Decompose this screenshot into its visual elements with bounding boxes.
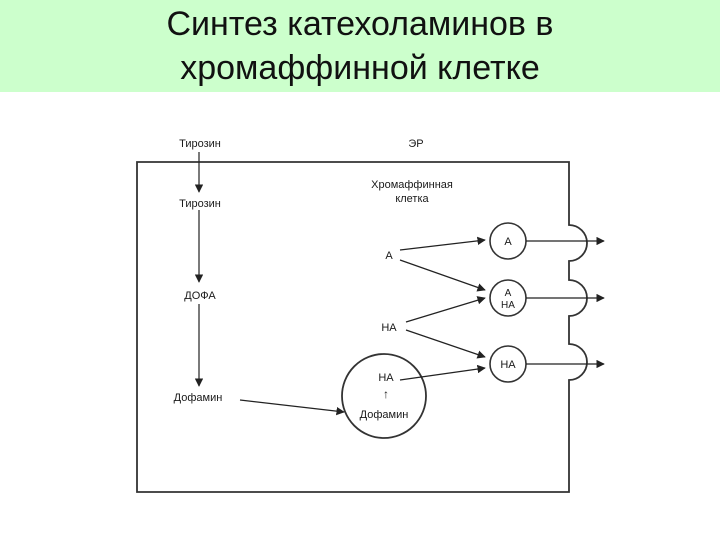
vesicle-label-dopamine: Дофамин	[360, 409, 409, 421]
na-to-granule3-arrow	[405, 329, 486, 359]
label-tyrosine-inside: Тирозин	[179, 198, 221, 210]
title-band	[0, 0, 720, 92]
granule-1-label: А	[504, 236, 512, 248]
vesicle-label-na: НА	[378, 372, 394, 384]
granule-2-label-top: А	[505, 288, 512, 299]
dopamine-to-vesicle-arrow	[239, 399, 345, 416]
a-to-granule2-arrow	[399, 259, 486, 292]
cell-membrane	[136, 161, 588, 493]
granule-2-label-bottom: НА	[501, 300, 515, 311]
na-to-granule2-arrow	[405, 296, 486, 323]
label-cell-line-1: Хромаффинная	[371, 179, 453, 191]
title-line-2: хромаффинной клетке	[180, 49, 540, 87]
label-dopamine: Дофамин	[174, 392, 223, 404]
label-a: А	[385, 250, 393, 262]
label-dopa: ДОФА	[184, 290, 216, 302]
label-er: ЭР	[408, 138, 423, 150]
label-na: НА	[381, 322, 397, 334]
vesicle	[341, 353, 427, 439]
vesicle-arrow: ↑	[383, 387, 389, 401]
slide-title: Синтез катехоламинов в хромаффинной клет…	[0, 0, 720, 90]
label-cell-line-2: клетка	[395, 193, 429, 205]
title-line-1: Синтез катехоламинов в	[166, 5, 554, 43]
vesicle-to-granule3-arrow	[399, 364, 486, 381]
granule-3-label: НА	[500, 359, 516, 371]
a-to-granule1-arrow	[399, 236, 486, 251]
label-tyrosine-outside: Тирозин	[179, 138, 221, 150]
